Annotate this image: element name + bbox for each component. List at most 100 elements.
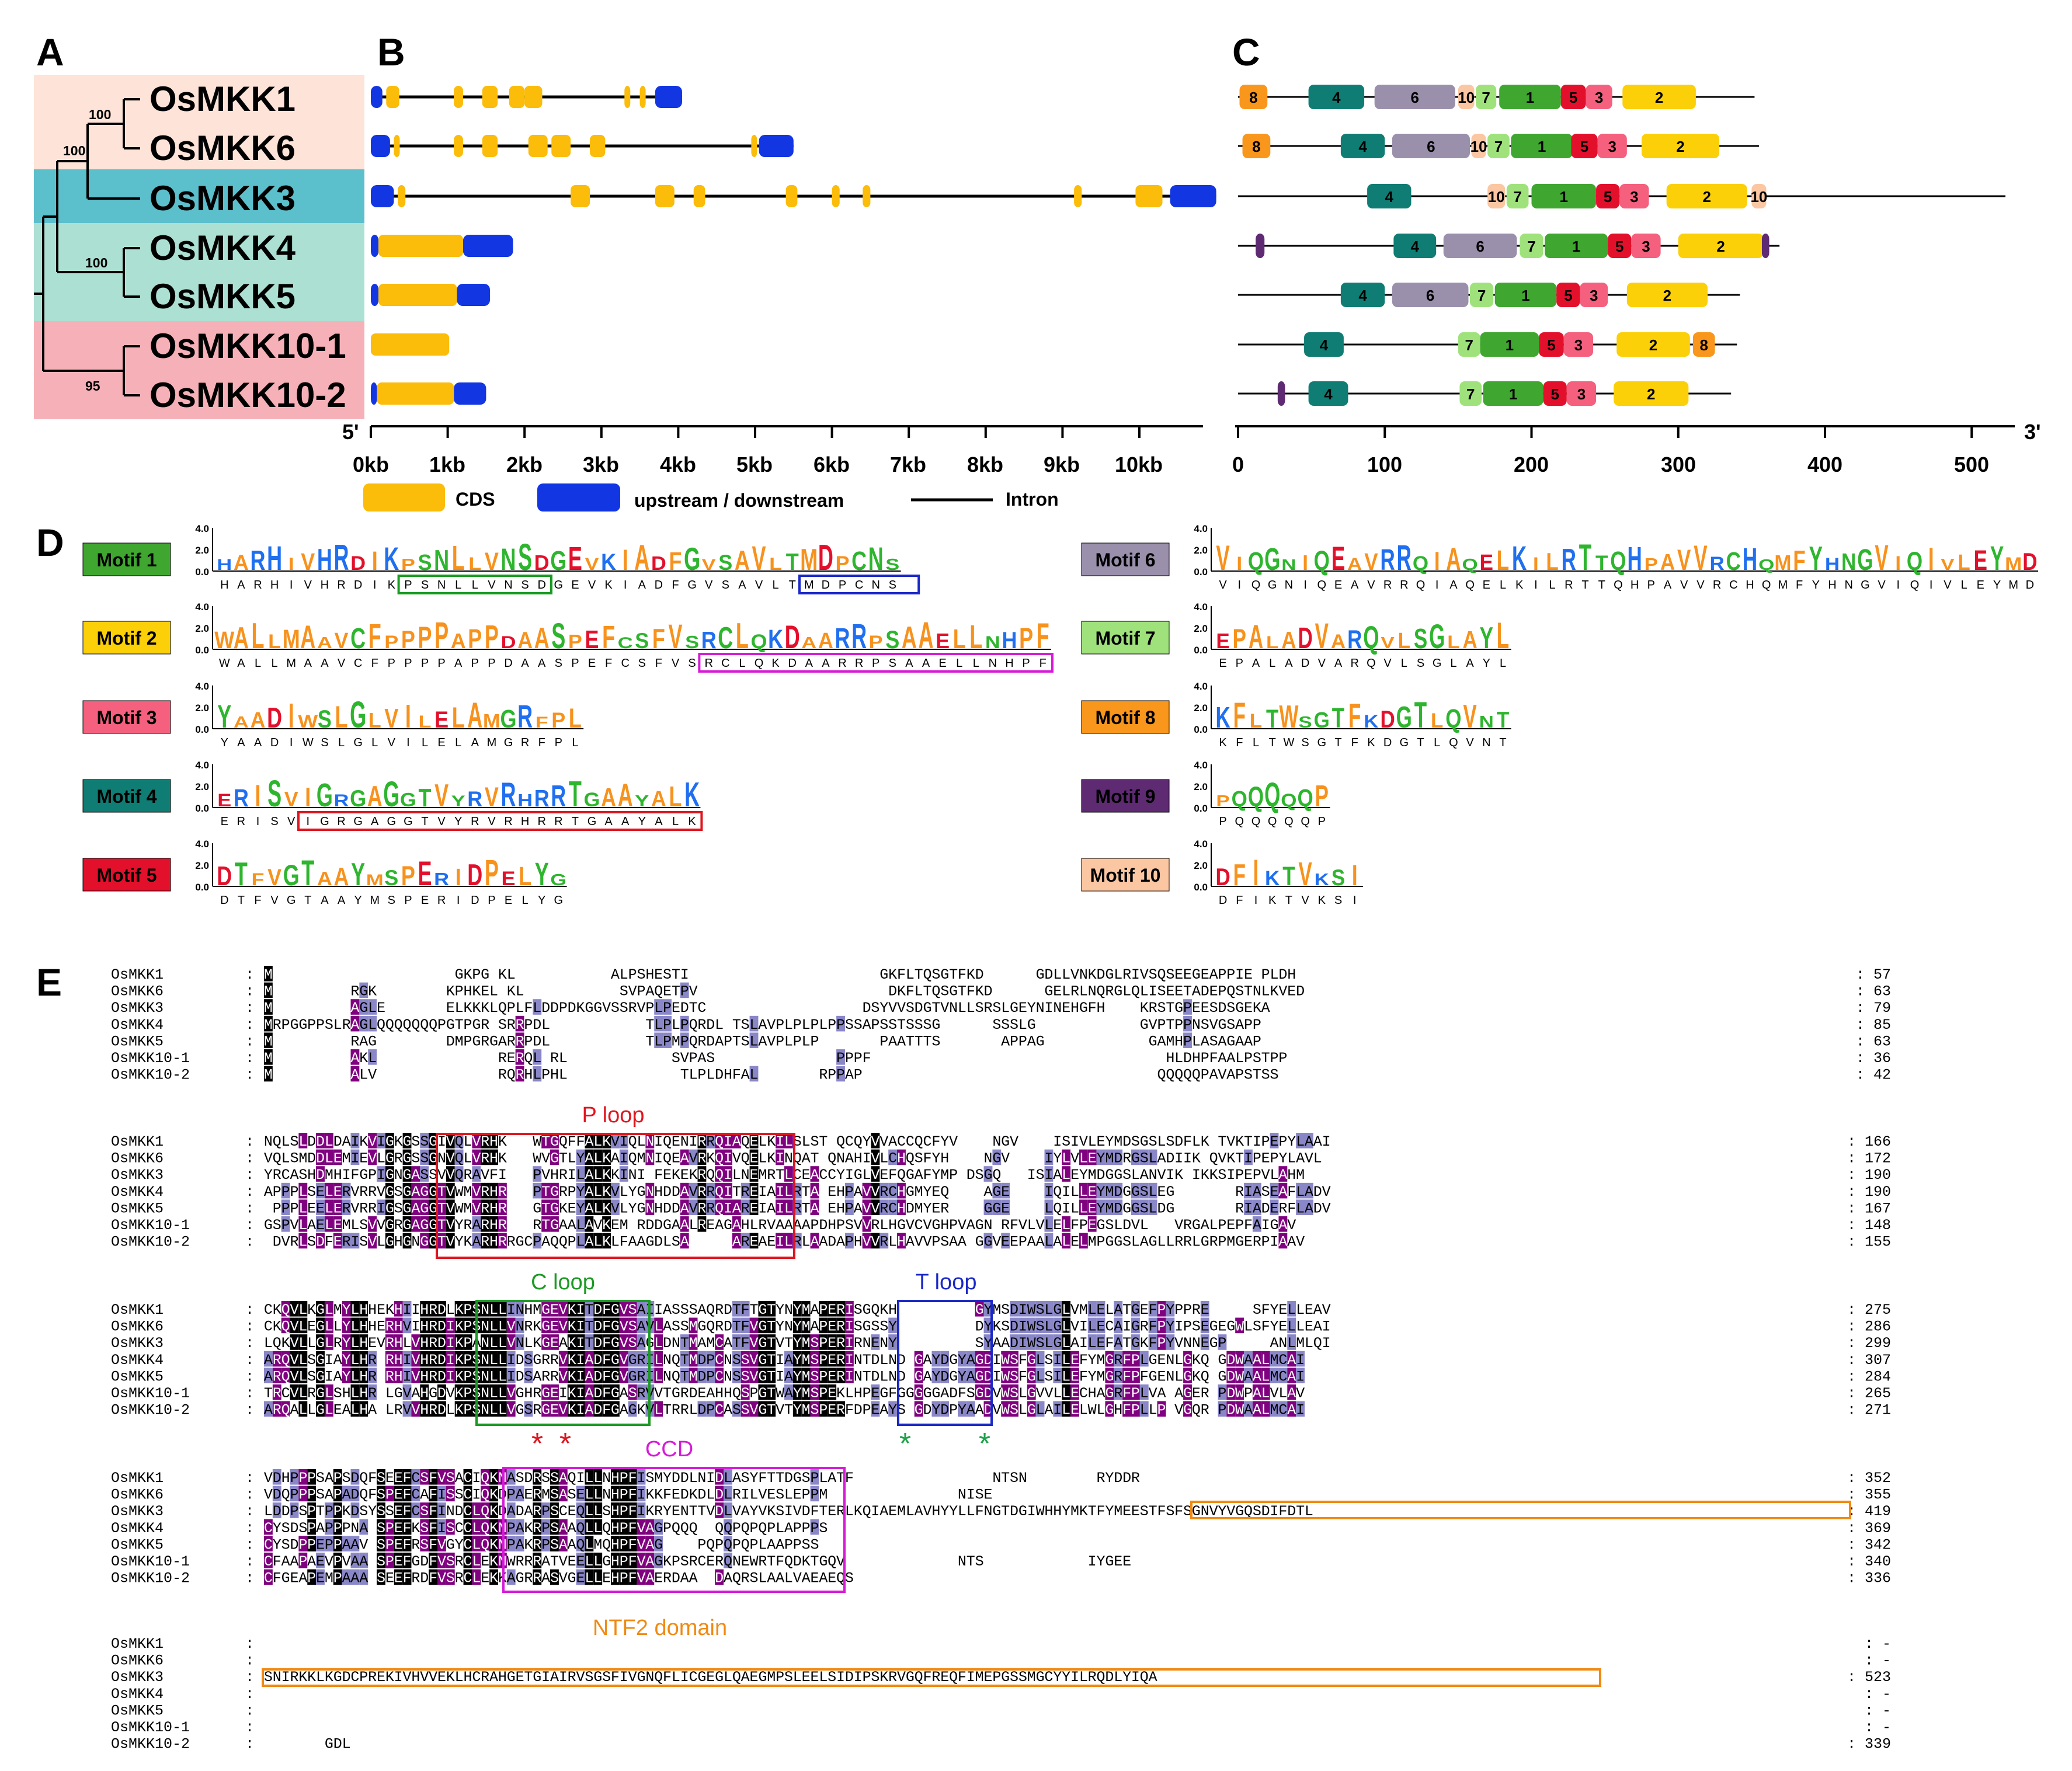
alignment-residue: A (697, 1302, 706, 1318)
alignment-residue: M (1070, 1503, 1079, 1520)
alignment-residue: P (507, 1487, 516, 1504)
logo-letter: M (283, 624, 300, 654)
consensus-letter: Q (1251, 815, 1261, 828)
cds-segment (863, 185, 871, 207)
alignment-residue: Q (377, 1017, 385, 1034)
cds-segment (524, 86, 543, 108)
alignment-residue: G (1209, 1335, 1218, 1352)
alignment-residue: L (802, 1234, 811, 1251)
alignment-residue: R (715, 1553, 724, 1570)
alignment-residue: P (524, 1033, 533, 1050)
ccd-label: CCD (645, 1437, 693, 1462)
alignment-residue: R (429, 1402, 437, 1419)
alignment-residue: F (897, 966, 906, 983)
alignment-residue: T (689, 1000, 698, 1017)
logo-letter: I (372, 546, 378, 576)
alignment-residue: D (672, 1470, 680, 1487)
logo-letter: S (518, 536, 532, 577)
alignment-shade (454, 1133, 464, 1149)
alignment-residue: G (1036, 1669, 1045, 1686)
alignment-residue: N (836, 1150, 845, 1167)
alignment-residue: G (281, 1570, 290, 1587)
legend-intron-label: Intron (1006, 489, 1059, 510)
alignment-residue: V (1149, 1385, 1157, 1402)
alignment-residue: G (316, 1335, 325, 1352)
alignment-residue: R (1149, 1000, 1157, 1017)
alignment-residue: P (368, 1167, 377, 1184)
alignment-residue: C (264, 1318, 273, 1335)
alignment-residue: R (385, 1335, 394, 1352)
alignment-shade (316, 1133, 325, 1149)
logo-letter: A (250, 707, 265, 732)
alignment-residue: L (1296, 1184, 1305, 1201)
alignment-residue: L (593, 1470, 602, 1487)
alignment-residue: V (871, 1234, 879, 1251)
logo-y-tick: 2.0 (195, 702, 209, 714)
alignment-residue: T (316, 1503, 325, 1520)
alignment-residue: G (758, 1669, 767, 1686)
alignment-residue: G (516, 1234, 524, 1251)
alignment-residue: D (940, 1402, 949, 1419)
logo-letter: T (786, 549, 799, 576)
alignment-residue: N (724, 1368, 732, 1385)
alignment-residue: I (1296, 1368, 1305, 1385)
alignment-colon: : (245, 1167, 254, 1184)
alignment-shade (749, 1015, 759, 1032)
alignment-residue: K (897, 983, 906, 1000)
alignment-residue: N (663, 1352, 672, 1369)
alignment-residue: W (455, 1184, 464, 1201)
alignment-residue: P (1278, 1133, 1287, 1150)
motif-number: 2 (1649, 336, 1657, 354)
alignment-shade (359, 1015, 368, 1032)
alignment-residue: S (628, 1385, 637, 1402)
alignment-residue: P (290, 1200, 298, 1217)
consensus-letter: P (488, 894, 495, 907)
alignment-residue: G (541, 1318, 550, 1335)
alignment-residue: E (1201, 1318, 1209, 1335)
alignment-residue: D (290, 1520, 298, 1537)
alignment-residue: L (350, 1385, 359, 1402)
alignment-residue: I (1053, 1133, 1062, 1150)
panel-letter-d: D (36, 521, 64, 564)
alignment-residue: V (1296, 1385, 1305, 1402)
alignment-residue: F (429, 1520, 437, 1537)
alignment-residue: G (628, 1402, 637, 1419)
alignment-residue: A (585, 1385, 593, 1402)
consensus-letter: P (404, 579, 412, 592)
alignment-residue: T (1261, 1050, 1270, 1067)
alignment-residue: K (455, 1402, 464, 1419)
alignment-residue: D (967, 1167, 975, 1184)
consensus-letter: D (1219, 894, 1227, 907)
alignment-seq-name: OsMKK5 (111, 1536, 164, 1553)
alignment-residue: D (516, 1503, 524, 1520)
alignment-residue: A (802, 1150, 811, 1167)
alignment-residue: P (507, 1536, 516, 1553)
alignment-residue: R (350, 983, 359, 1000)
alignment-residue: V (1174, 1335, 1183, 1352)
alignment-residue: I (1322, 1335, 1331, 1352)
alignment-residue: V (863, 1234, 871, 1251)
alignment-residue: P (1261, 966, 1270, 983)
motif-label: Motif 10 (1090, 865, 1161, 886)
alignment-residue: L (1270, 966, 1279, 983)
alignment-residue: R (524, 1570, 533, 1587)
logo-letter: D (1380, 706, 1395, 733)
alignment-residue: A (1140, 1167, 1149, 1184)
consensus-letter: I (307, 815, 310, 828)
consensus-letter: H (1746, 579, 1754, 592)
alignment-residue: F (1209, 1050, 1218, 1067)
alignment-residue: E (1201, 966, 1209, 983)
alignment-shade (619, 1133, 628, 1149)
alignment-residue: A (680, 1150, 689, 1167)
alignment-shade (749, 1133, 759, 1149)
logo-letter: I (1533, 554, 1539, 575)
alignment-residue: P (845, 1200, 854, 1217)
alignment-residue: G (1235, 1234, 1244, 1251)
alignment-residue: L (403, 1335, 412, 1352)
alignment-residue: Q (672, 1368, 680, 1385)
alignment-shade (1305, 1133, 1313, 1149)
alignment-residue: T (767, 1352, 776, 1369)
alignment-residue: S (611, 1000, 620, 1017)
alignment-residue: S (420, 1470, 429, 1487)
